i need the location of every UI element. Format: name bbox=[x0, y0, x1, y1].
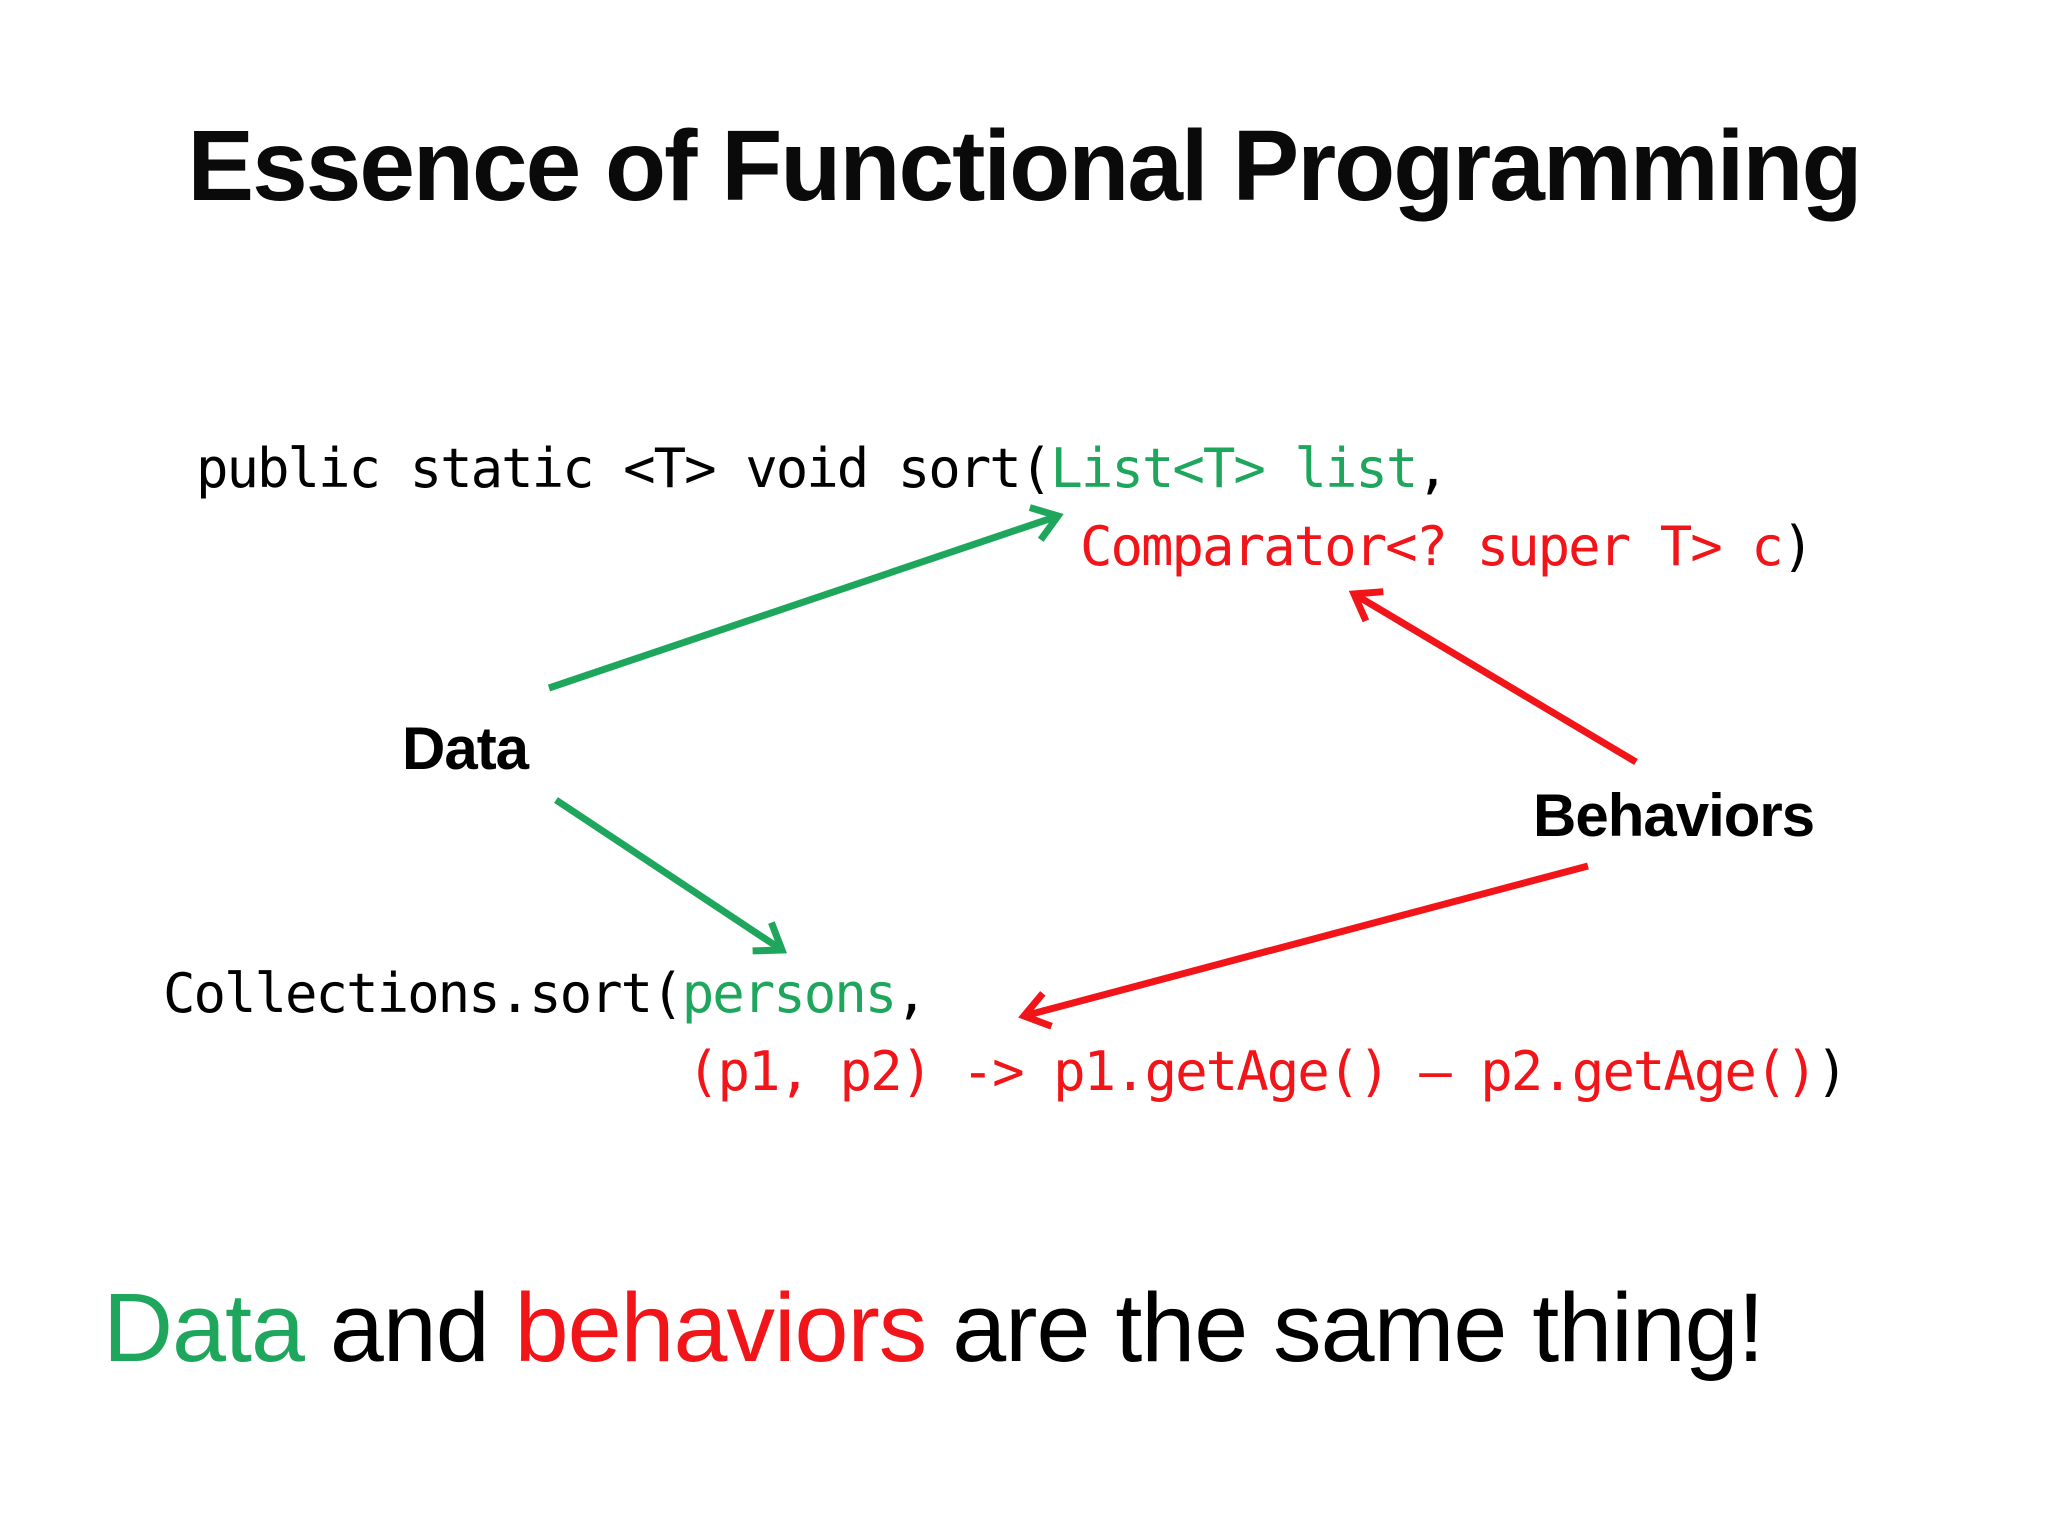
code-line-lambda: (p1, p2) -> p1.getAge() – p2.getAge()) bbox=[687, 1040, 1848, 1103]
arrow-data-to-list bbox=[547, 504, 1064, 692]
slide-title: Essence of Functional Programming bbox=[187, 110, 1862, 222]
text-segment-black: Collections.sort( bbox=[163, 962, 684, 1025]
data-label: Data bbox=[402, 715, 529, 782]
code-line-comparator-param: Comparator<? super T> c) bbox=[1080, 515, 1814, 578]
text-segment-green: List<T> list bbox=[1050, 437, 1418, 500]
text-segment-black: , bbox=[895, 962, 927, 1025]
arrow-behaviors-to-lambda bbox=[1018, 862, 1589, 1030]
text-segment-black: public static <T> void sort( bbox=[196, 437, 1052, 500]
behaviors-label: Behaviors bbox=[1533, 782, 1815, 849]
text-segment-black: , bbox=[1416, 437, 1448, 500]
text-segment-red: (p1, p2) -> p1.getAge() – p2.getAge() bbox=[687, 1040, 1818, 1103]
text-segment-green: Data bbox=[103, 1273, 305, 1382]
arrow-behaviors-to-comparator bbox=[1348, 588, 1638, 766]
text-segment-red: behaviors bbox=[514, 1273, 928, 1382]
text-segment-green: persons bbox=[681, 962, 898, 1025]
code-line-collections-sort: Collections.sort(persons, bbox=[163, 962, 928, 1025]
text-segment-black: are the same thing! bbox=[926, 1273, 1764, 1382]
text-segment-black: ) bbox=[1781, 515, 1814, 578]
arrow-data-to-persons bbox=[554, 797, 788, 955]
conclusion-sentence: Data and behaviors are the same thing! bbox=[103, 1272, 1765, 1384]
text-segment-red: Comparator<? super T> c bbox=[1080, 515, 1784, 578]
code-line-sort-signature: public static <T> void sort(List<T> list… bbox=[196, 437, 1449, 500]
text-segment-black: and bbox=[303, 1273, 515, 1382]
text-segment-black: ) bbox=[1815, 1040, 1848, 1103]
